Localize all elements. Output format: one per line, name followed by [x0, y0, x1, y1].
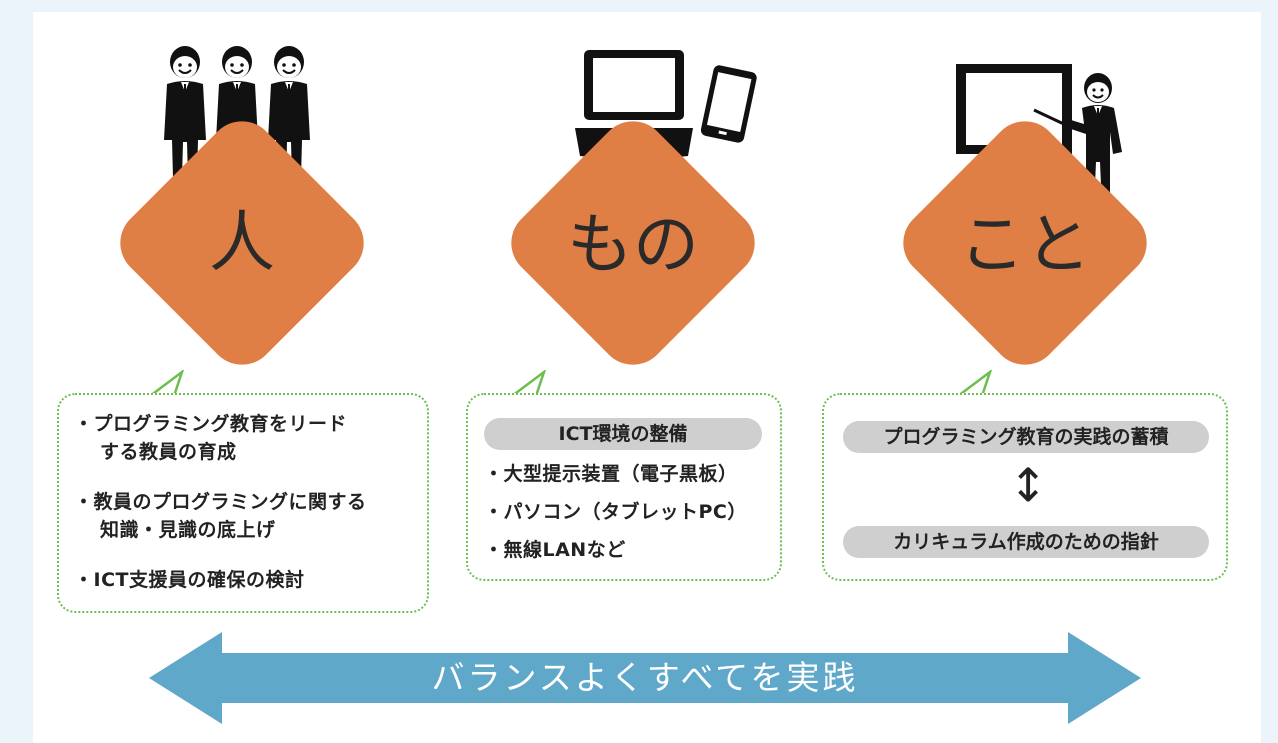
callout-tail [957, 370, 992, 397]
balance-double-arrow [149, 632, 1141, 724]
things-bullet-3: ・無線LANなど [484, 539, 626, 561]
balance-banner-text: バランスよくすべてを実践 [431, 658, 859, 697]
people-bullet-2: ・教員のプログラミングに関する 知識・見識の底上げ [74, 491, 367, 541]
things-bullet-1: ・大型提示装置（電子黒板） [484, 463, 738, 485]
curriculum-guideline-pill: カリキュラム作成のための指針 [843, 526, 1209, 558]
callout-tail [149, 370, 184, 397]
pillar-label-people: 人 [209, 204, 275, 281]
practice-accumulation-pill: プログラミング教育の実践の蓄積 [843, 421, 1209, 453]
people-detail-box [57, 393, 429, 613]
people-bullet-3: ・ICT支援員の確保の検討 [74, 569, 305, 591]
people-bullet-1: ・プログラミング教育をリード する教員の育成 [74, 413, 348, 463]
things-bullet-2: ・パソコン（タブレットPC） [484, 501, 747, 523]
callout-tail [511, 370, 546, 397]
pillar-label-things: もの [567, 206, 699, 283]
bidirectional-arrow-icon: ↕ [1008, 458, 1048, 512]
pillar-label-matters: こと [959, 206, 1091, 283]
ict-environment-pill: ICT環境の整備 [484, 418, 762, 450]
